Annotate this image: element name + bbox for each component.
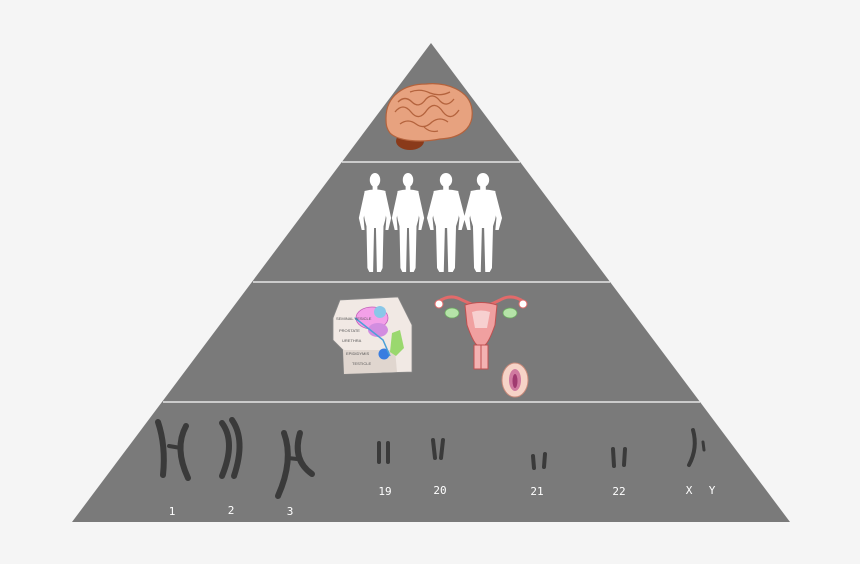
chromosome-icon xyxy=(219,417,243,479)
chromosome-label-21: 21 xyxy=(530,485,543,498)
chromosome-label-1: 1 xyxy=(169,505,176,518)
chromosome-label-19: 19 xyxy=(378,485,391,498)
chromosome-icon xyxy=(531,452,547,470)
chromosome-icon xyxy=(687,428,697,467)
chromosome-label-y: Y xyxy=(709,484,716,497)
vulva-icon xyxy=(501,362,529,398)
label-prostate: PROSTATE xyxy=(339,328,360,333)
chromosome-label-2: 2 xyxy=(228,504,235,517)
label-seminal-vesicle: SEMINAL VESICLE xyxy=(336,316,372,321)
chromosome-icon xyxy=(431,438,445,460)
label-testicle: TESTICLE xyxy=(352,361,371,366)
chromosome-icon xyxy=(377,441,390,464)
chromosome-icon xyxy=(611,447,627,468)
chromosome-label-x: X xyxy=(686,484,693,497)
female-reproductive-diagram-icon xyxy=(434,295,528,370)
label-epididymis: EPIDIDYMIS xyxy=(346,351,369,356)
chromosome-label-20: 20 xyxy=(433,484,446,497)
chromosome-icon xyxy=(275,430,315,499)
label-urethra: URETHRA xyxy=(342,338,362,343)
chromosome-label-22: 22 xyxy=(612,485,625,498)
brain-icon xyxy=(385,83,473,150)
chromosome-label-3: 3 xyxy=(287,505,294,518)
chromosome-icon xyxy=(701,440,706,452)
chromosome-group xyxy=(155,417,706,499)
chromosome-icon xyxy=(155,419,191,481)
male-reproductive-diagram-icon: SEMINAL VESICLE PROSTATE URETHRA EPIDIDY… xyxy=(332,296,413,375)
